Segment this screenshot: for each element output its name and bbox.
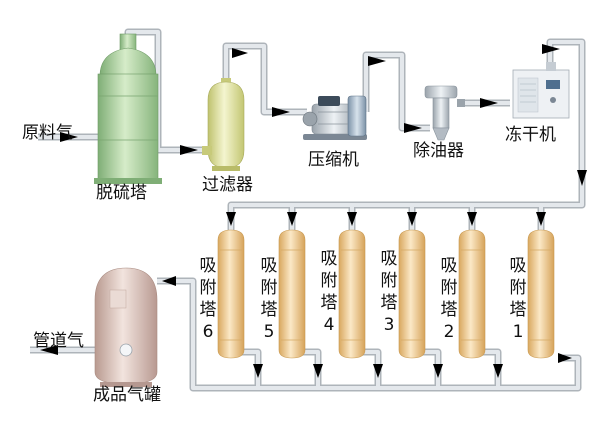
adsorption-tower-1-label: 吸 附 塔 1 xyxy=(509,256,527,342)
arrow-into-tower-2 xyxy=(467,212,477,226)
arrow-tower-1-out xyxy=(558,353,572,363)
arrow-into-tower-1 xyxy=(536,212,546,226)
desulfurization-tower xyxy=(94,33,162,184)
arrow-into-tower-4 xyxy=(347,212,357,226)
arrow-compressor-out xyxy=(368,56,386,66)
product-tank-label: 成品气罐 xyxy=(93,385,161,405)
freeze-dryer xyxy=(512,62,570,119)
arrow-down-right xyxy=(577,170,587,186)
oil-remover xyxy=(424,85,465,141)
pipeline-gas-label: 管道气 xyxy=(33,331,84,351)
arrow-pipeline-out xyxy=(40,345,58,355)
oil-remover-label: 除油器 xyxy=(413,141,464,161)
arrow-into-tower-6 xyxy=(226,212,236,226)
arrow-tower-4-out xyxy=(373,364,383,378)
arrow-to-oil-remover xyxy=(404,123,422,133)
arrow-feed-in xyxy=(60,132,78,142)
adsorption-tower-5 xyxy=(278,229,306,359)
compressor-label: 压缩机 xyxy=(308,150,359,170)
adsorption-tower-2-label: 吸 附 塔 2 xyxy=(440,256,458,342)
arrow-tower-6-out xyxy=(253,364,263,378)
desulfurization-tower-label: 脱硫塔 xyxy=(96,183,147,203)
arrow-tower-3-out xyxy=(433,364,443,378)
arrow-to-filter xyxy=(180,145,198,155)
adsorption-tower-2 xyxy=(458,229,486,359)
adsorption-tower-4 xyxy=(338,229,366,359)
product-gas-tank xyxy=(94,267,158,387)
arrow-into-tower-5 xyxy=(287,212,297,226)
filter-vessel xyxy=(202,78,245,171)
adsorption-tower-3 xyxy=(398,229,426,359)
compressor xyxy=(302,95,367,140)
arrow-tower-2-out xyxy=(493,364,503,378)
arrow-into-tower-3 xyxy=(407,212,417,226)
adsorption-tower-3-label: 吸 附 塔 3 xyxy=(380,249,398,335)
feed-gas-label: 原料气 xyxy=(22,123,73,143)
adsorption-tower-6 xyxy=(217,229,245,359)
adsorption-tower-4-label: 吸 附 塔 4 xyxy=(320,249,338,335)
filter-label: 过滤器 xyxy=(202,175,253,195)
arrow-filter-out xyxy=(232,48,248,58)
arrow-to-dryer xyxy=(480,98,498,108)
arrow-dryer-out xyxy=(542,44,560,54)
adsorption-tower-5-label: 吸 附 塔 5 xyxy=(260,256,278,342)
freeze-dryer-label: 冻干机 xyxy=(505,125,556,145)
flow-arrows xyxy=(40,44,587,378)
adsorption-tower-6-label: 吸 附 塔 6 xyxy=(199,256,217,342)
arrow-to-compressor xyxy=(272,107,290,117)
arrow-tower-5-out xyxy=(313,364,323,378)
adsorption-tower-1 xyxy=(527,229,555,359)
arrow-to-tank xyxy=(162,276,176,286)
